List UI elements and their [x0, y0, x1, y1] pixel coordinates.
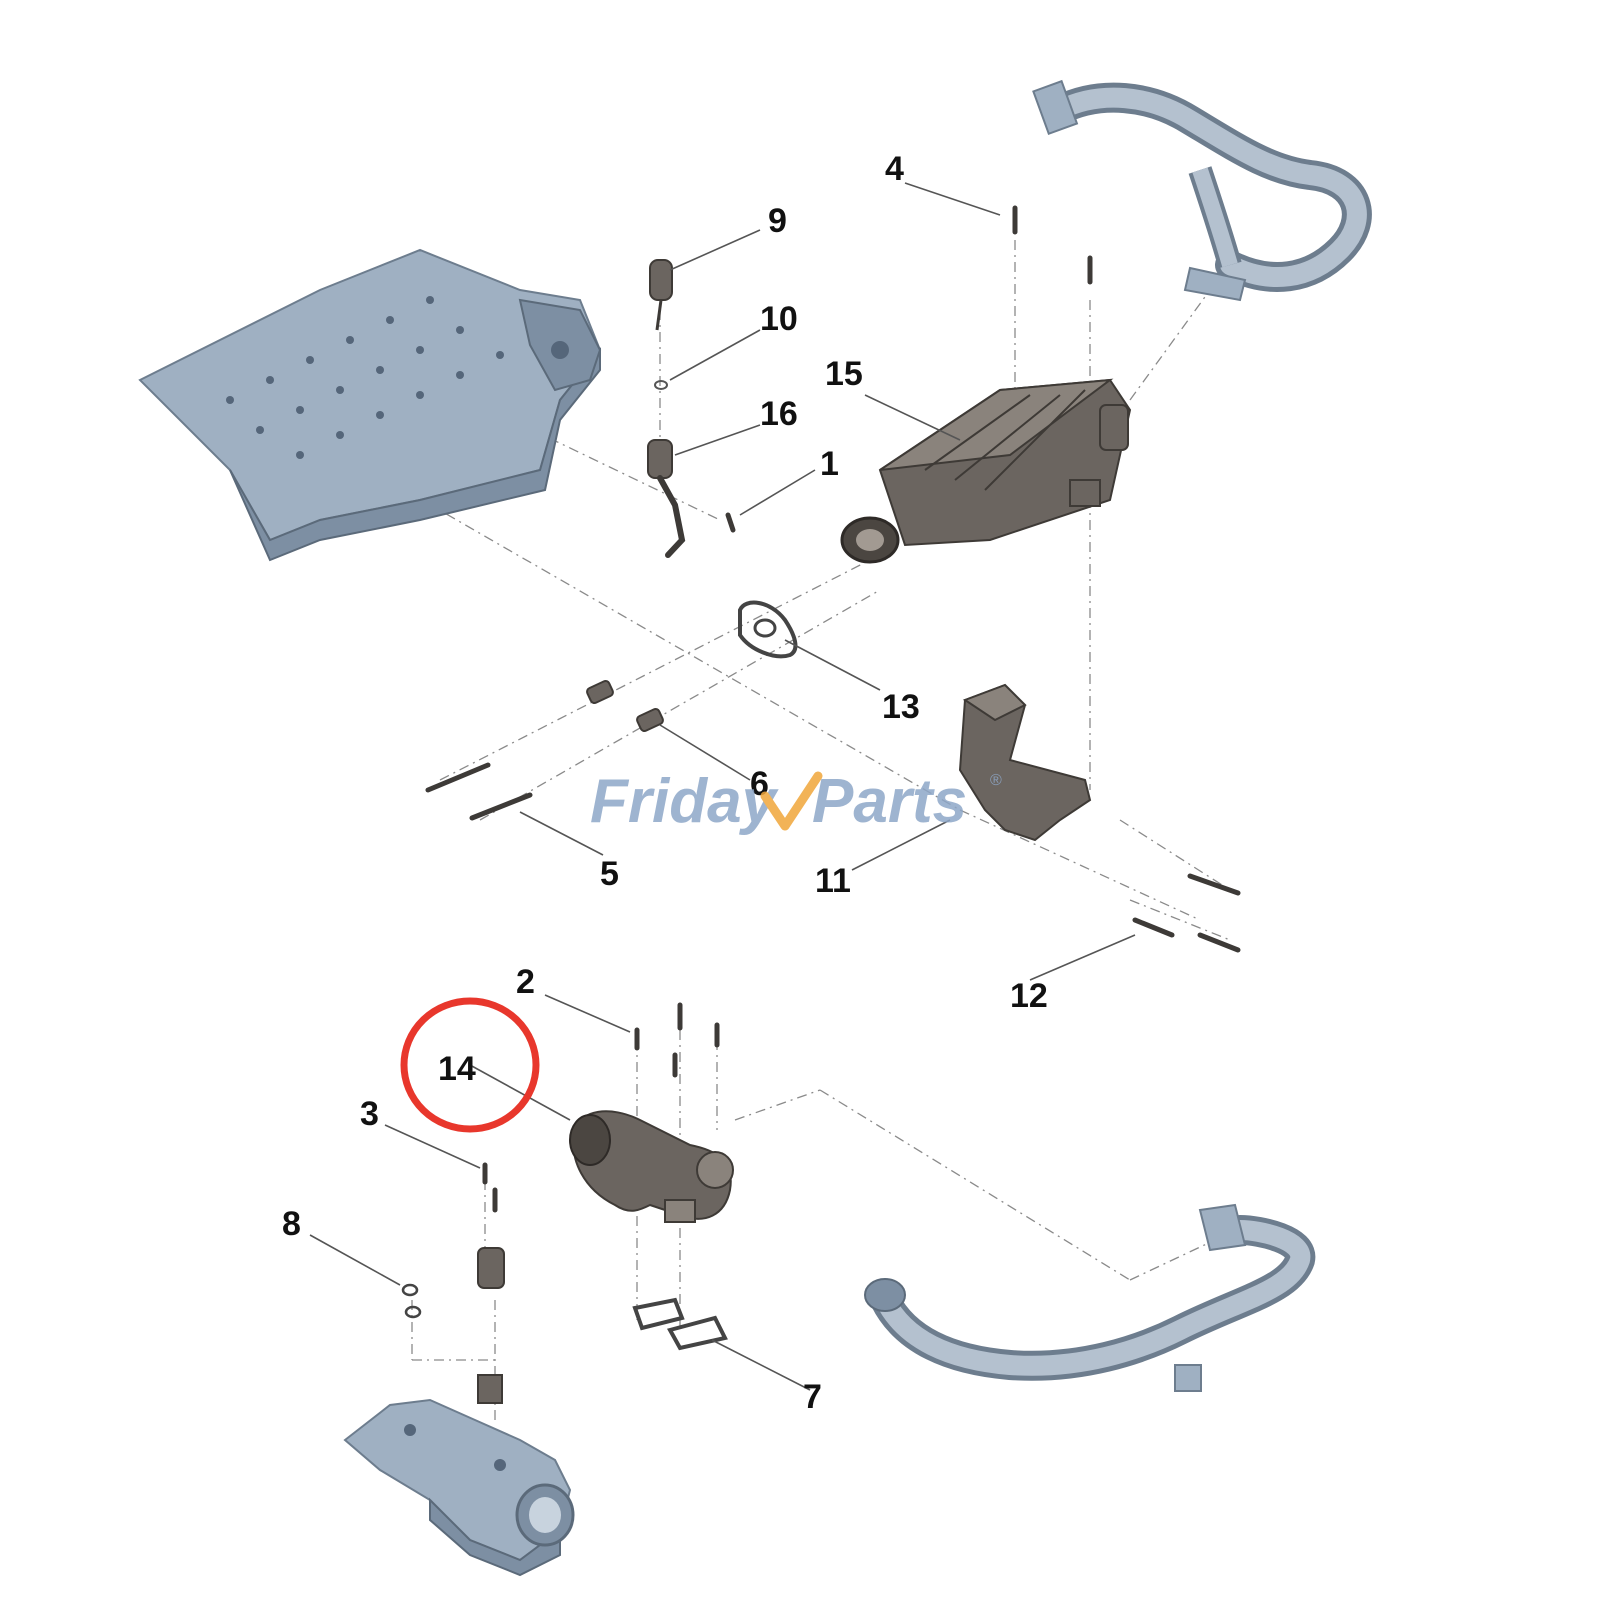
egr-valve: [569, 1110, 734, 1223]
long-bolt-upper: [425, 762, 491, 793]
manifold-plate: [138, 248, 602, 562]
lower-egr-pipe: [864, 1203, 1316, 1392]
clamp-block: [477, 1247, 505, 1289]
lower-manifold: [343, 1398, 575, 1577]
callout-8: 8: [282, 1205, 301, 1243]
egr-cooler: [840, 378, 1132, 564]
watermark: Friday Parts ®: [590, 767, 1002, 836]
sensor-harness: [647, 439, 686, 558]
temperature-sensor: [649, 259, 673, 331]
callout-10: 10: [760, 300, 798, 338]
callout-14: 14: [438, 1050, 476, 1088]
pipe-clamp-plate: [477, 1374, 503, 1404]
bracket-bolt-middle: [1132, 917, 1175, 938]
cooler-bracket: [958, 683, 1092, 842]
callout-15: 15: [825, 355, 863, 393]
callout-5: 5: [600, 855, 619, 893]
watermark-parts: Parts: [812, 767, 967, 836]
callout-1: 1: [820, 445, 839, 483]
upper-egr-pipe: [1032, 79, 1372, 302]
valve-gasket-left: [632, 1297, 685, 1331]
leader-lines: [309, 182, 1136, 1391]
mounting-screw: [725, 512, 736, 533]
watermark-friday: Friday: [590, 767, 780, 836]
watermark-registered: ®: [990, 772, 1002, 789]
watermark-check-icon: [760, 771, 823, 831]
cooler-gasket: [738, 600, 798, 659]
callout-16: 16: [760, 395, 798, 433]
highlight-ring: [400, 997, 540, 1133]
callout-labels: 1 2 3 4 5 6 7 8 9 10 11 12 13 14 15 16: [282, 150, 1048, 1416]
callout-11: 11: [815, 862, 851, 900]
bracket-bolt-lower: [1197, 932, 1241, 953]
o-ring-upper: [401, 1283, 419, 1297]
callout-12: 12: [1010, 977, 1048, 1015]
callout-4: 4: [885, 150, 904, 188]
bracket-bolt-upper: [1187, 873, 1241, 896]
callout-13: 13: [882, 688, 920, 726]
callout-3: 3: [360, 1095, 379, 1133]
long-bolt-lower: [469, 792, 533, 821]
callout-7: 7: [803, 1378, 822, 1416]
spacer-upper: [586, 679, 614, 705]
callout-2: 2: [516, 963, 535, 1001]
spacer-lower: [636, 707, 664, 733]
callout-9: 9: [768, 202, 787, 240]
valve-gasket-right: [667, 1315, 728, 1351]
o-ring-lower: [404, 1305, 422, 1319]
sensor-o-ring: [654, 380, 668, 390]
